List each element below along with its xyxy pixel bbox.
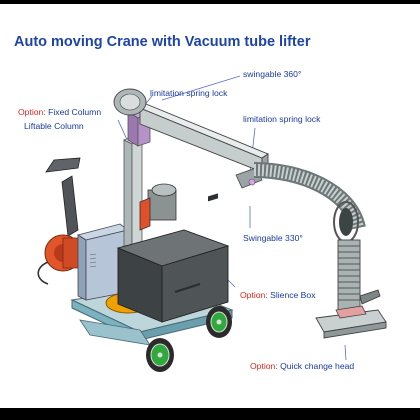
wheel-right	[206, 306, 232, 338]
quick-change-head-text: Quick change head	[280, 361, 355, 371]
control-cabinet	[77, 223, 129, 301]
silence-box	[116, 193, 230, 323]
leader-quick-change-head	[344, 344, 347, 361]
jib-arm	[113, 88, 269, 189]
label-silence-box: Option: Slience Box	[240, 290, 316, 300]
suction-head	[315, 305, 387, 339]
label-swingable-330: Swingable 330°	[243, 233, 303, 243]
option-prefix: Option:	[250, 361, 278, 371]
wheels	[146, 306, 232, 372]
motor	[139, 183, 177, 231]
steering-handle	[45, 157, 81, 237]
lifting-tube	[337, 239, 381, 311]
label-quick-change-head: Option: Quick change head	[250, 361, 354, 371]
option-prefix: Option:	[240, 290, 268, 300]
label-fixed-column: Option: Fixed Column	[18, 107, 101, 117]
label-limitation-lock-right: limitation spring lock	[243, 114, 321, 124]
vacuum-hose	[253, 162, 366, 243]
silence-box-text: Slience Box	[270, 290, 316, 300]
option-prefix: Option:	[18, 107, 46, 117]
column	[123, 107, 151, 253]
label-limitation-lock-left: limitation spring lock	[150, 88, 228, 98]
fixed-column-text: Fixed Column	[48, 107, 102, 117]
leader-swingable-360	[161, 75, 241, 101]
diagram-title: Auto moving Crane with Vacuum tube lifte…	[14, 34, 311, 50]
wheel-left	[146, 338, 174, 372]
swing-lock-marker	[248, 178, 256, 186]
label-swingable-360: swingable 360°	[243, 69, 302, 79]
label-liftable-column: Liftable Column	[24, 121, 84, 131]
